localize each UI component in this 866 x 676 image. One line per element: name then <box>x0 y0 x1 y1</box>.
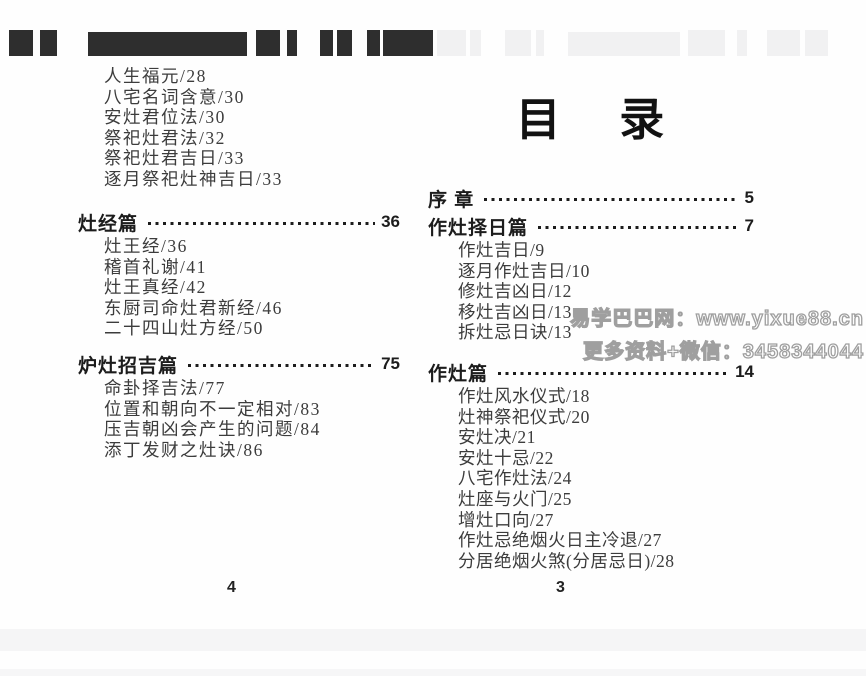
next-page-edge-band <box>0 669 866 676</box>
toc-entry: 东厨司命灶君新经/46 <box>104 297 283 318</box>
toc-entry: 拆灶忌日诀/13 <box>458 322 572 343</box>
toc-entry: 命卦择吉法/77 <box>104 378 226 398</box>
toc-entry: 修灶吉凶日/12 <box>458 281 572 302</box>
toc-entry: 作灶风水仪式/18 <box>458 386 590 406</box>
toc-entry: 灶座与火门/25 <box>458 488 572 509</box>
toc-entry: 安灶十忌/22 <box>458 447 554 468</box>
cropped-glyph-artifact <box>9 30 33 56</box>
cropped-glyph-artifact <box>256 30 280 56</box>
dot-leader <box>538 225 739 230</box>
right-page-number: 3 <box>556 579 565 596</box>
toc-entry: 祭祀灶君吉日/33 <box>104 148 245 169</box>
toc-entry: 增灶口向/27 <box>458 509 554 530</box>
toc-section-heading: 作灶篇 14 <box>428 360 754 385</box>
toc-entry: 灶神祭祀仪式/20 <box>458 406 590 427</box>
toc-section-title: 炉灶招吉篇 <box>78 355 179 377</box>
toc-section-title: 灶经篇 <box>78 213 139 235</box>
watermark: 易学巴巴网：www.yixue88.cn 更多资料+微信：3458344044 <box>570 303 866 368</box>
toc-section-heading: 作灶择日篇 7 <box>428 214 754 239</box>
toc-section-page: 14 <box>735 362 754 381</box>
cropped-glyph-artifact <box>40 30 57 56</box>
cropped-glyph-artifact <box>367 30 380 56</box>
toc-entry: 二十四山灶方经/50 <box>104 318 264 339</box>
toc-entry: 作灶吉日/9 <box>458 240 545 260</box>
toc-section-heading: 序 章 5 <box>428 186 754 211</box>
cropped-glyph-artifact <box>737 30 747 56</box>
dot-leader <box>148 221 376 226</box>
toc-entry: 灶王经/36 <box>104 236 188 256</box>
toc-entry: 安灶决/21 <box>458 427 536 448</box>
watermark-contact-line: 更多资料+微信：3458344044 <box>582 340 864 363</box>
cropped-glyph-artifact <box>767 30 800 56</box>
toc-entry: 移灶吉凶日/13 <box>458 301 572 322</box>
dot-leader <box>484 197 739 202</box>
toc-entry: 稽首礼谢/41 <box>104 256 207 277</box>
left-page-number: 4 <box>227 579 236 596</box>
toc-entry: 作灶忌绝烟火日主冷退/27 <box>458 530 662 551</box>
cropped-glyph-artifact <box>383 30 433 56</box>
toc-section-page: 7 <box>744 216 754 235</box>
cropped-glyph-artifact <box>88 32 247 56</box>
toc-entry: 八宅作灶法/24 <box>458 468 572 489</box>
toc-section-page: 75 <box>381 354 400 373</box>
toc-entry: 位置和朝向不一定相对/83 <box>104 398 321 419</box>
cropped-glyph-artifact <box>568 32 680 56</box>
cropped-glyph-artifact <box>320 30 333 56</box>
toc-section-page: 5 <box>744 188 754 207</box>
dot-leader <box>498 371 730 376</box>
toc-section-title: 序 章 <box>428 189 475 211</box>
toc-section-heading: 灶经篇 36 <box>78 210 400 235</box>
cropped-glyph-artifact <box>337 30 352 56</box>
page-gap-band <box>0 629 866 651</box>
cropped-glyph-artifact <box>505 30 531 56</box>
right-page-section-xuzhang: 序 章 5 <box>428 186 754 211</box>
toc-main-title: 目 录 <box>515 94 667 145</box>
toc-entry: 安灶君位法/30 <box>104 107 226 128</box>
toc-entry: 逐月作灶吉日/10 <box>458 260 590 281</box>
toc-section-page: 36 <box>381 212 400 231</box>
toc-section-heading: 炉灶招吉篇 75 <box>78 352 400 377</box>
dot-leader <box>188 363 376 368</box>
toc-section-title: 作灶择日篇 <box>428 217 529 239</box>
cropped-glyph-artifact <box>536 30 544 56</box>
toc-entry: 八宅名词含意/30 <box>104 86 245 107</box>
toc-section-title: 作灶篇 <box>428 363 489 385</box>
toc-entry: 祭祀灶君法/32 <box>104 127 226 148</box>
cropped-glyph-artifact <box>805 30 828 56</box>
toc-entry: 压吉朝凶会产生的问题/84 <box>104 419 321 440</box>
cropped-glyph-artifact <box>688 30 725 56</box>
cropped-glyph-artifact <box>470 30 481 56</box>
toc-entry: 灶王真经/42 <box>104 277 207 298</box>
toc-entry: 添丁发财之灶诀/86 <box>104 439 264 460</box>
toc-entry: 人生福元/28 <box>104 66 207 86</box>
toc-entry: 分居绝烟火煞(分居忌日)/28 <box>458 550 675 571</box>
watermark-site-line: 易学巴巴网：www.yixue88.cn <box>570 307 864 330</box>
cropped-glyph-artifact <box>437 30 466 56</box>
cropped-glyph-artifact <box>287 30 297 56</box>
toc-entry: 逐月祭祀灶神吉日/33 <box>104 168 283 189</box>
